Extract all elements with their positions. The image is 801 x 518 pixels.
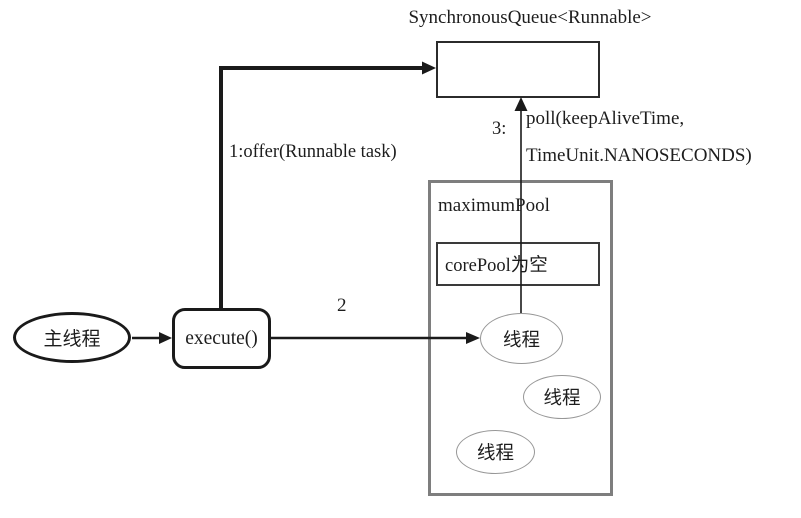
maximum-pool-label: maximumPool bbox=[438, 195, 550, 216]
main-thread-label: 主线程 bbox=[43, 329, 101, 350]
core-pool-label: corePool为空 bbox=[445, 256, 548, 276]
synchronous-queue-title: SynchronousQueue<Runnable> bbox=[408, 7, 652, 28]
thread-node-2-label: 线程 bbox=[543, 389, 581, 409]
execute-node: execute() bbox=[172, 308, 271, 369]
offer-arrow bbox=[219, 61, 436, 308]
thread-node-3-label: 线程 bbox=[476, 444, 514, 464]
thread-node-2: 线程 bbox=[523, 375, 601, 419]
step3-edge-label: 3: bbox=[492, 119, 507, 139]
main-thread-node: 主线程 bbox=[13, 312, 131, 363]
step2-edge-label: 2 bbox=[337, 295, 347, 316]
thread-node-3: 线程 bbox=[456, 430, 535, 474]
core-pool-box: corePool为空 bbox=[436, 242, 600, 286]
execute-label: execute() bbox=[185, 327, 258, 349]
offer-edge-label: 1:offer(Runnable task) bbox=[229, 142, 397, 162]
poll-edge-label-line2: TimeUnit.NANOSECONDS) bbox=[526, 145, 752, 166]
thread-node-1-label: 线程 bbox=[502, 330, 540, 351]
synchronous-queue-box bbox=[436, 41, 600, 98]
poll-edge-label-line1: poll(keepAliveTime, bbox=[526, 108, 685, 129]
main-to-execute-arrow bbox=[132, 332, 172, 344]
thread-node-1: 线程 bbox=[480, 313, 563, 364]
